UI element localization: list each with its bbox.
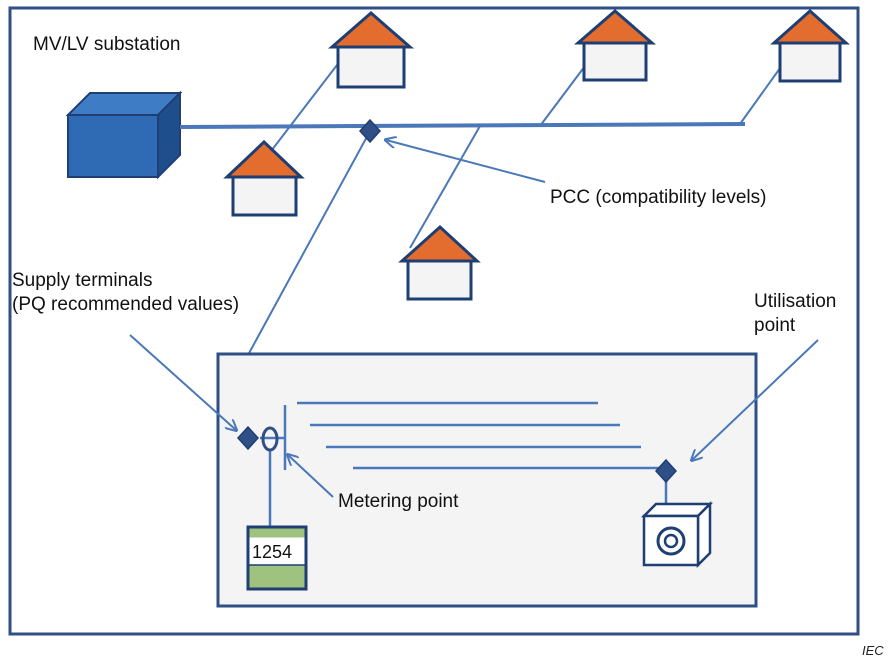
house-icon (770, 8, 850, 83)
house-icon (327, 11, 415, 89)
house-icon (398, 224, 481, 301)
metering-point-label: Metering point (338, 491, 459, 512)
pcc-node-icon (358, 118, 382, 144)
appliance-load-icon (640, 500, 714, 569)
utilisation-node-icon (654, 458, 678, 484)
outer-frame (8, 6, 860, 636)
installation-lines (260, 401, 668, 527)
iec-watermark: IEC (862, 643, 884, 658)
pcc-arrow (386, 140, 546, 183)
metering-ct-icon (261, 426, 279, 452)
energy-meter-icon: 1254 (246, 525, 308, 591)
supply-terminal-node-icon (236, 425, 260, 451)
pcc-label: PCC (compatibility levels) (550, 187, 766, 208)
main-feeder-line (179, 122, 746, 129)
substation-label: MV/LV substation (33, 34, 181, 55)
house-icon (573, 9, 657, 82)
utilisation-label-line1: Utilisation (754, 291, 836, 312)
meter-reading: 1254 (252, 542, 292, 562)
substation-box-icon (65, 90, 183, 180)
utilisation-point-arrow (692, 339, 819, 460)
house-icon (223, 139, 305, 217)
supply-terminals-arrow (129, 334, 236, 430)
supply-terminals-label-line2: (PQ recommended values) (12, 294, 239, 315)
metering-point-arrow (288, 455, 334, 498)
supply-terminals-label-line1: Supply terminals (12, 270, 152, 291)
utilisation-label-line2: point (754, 315, 796, 336)
